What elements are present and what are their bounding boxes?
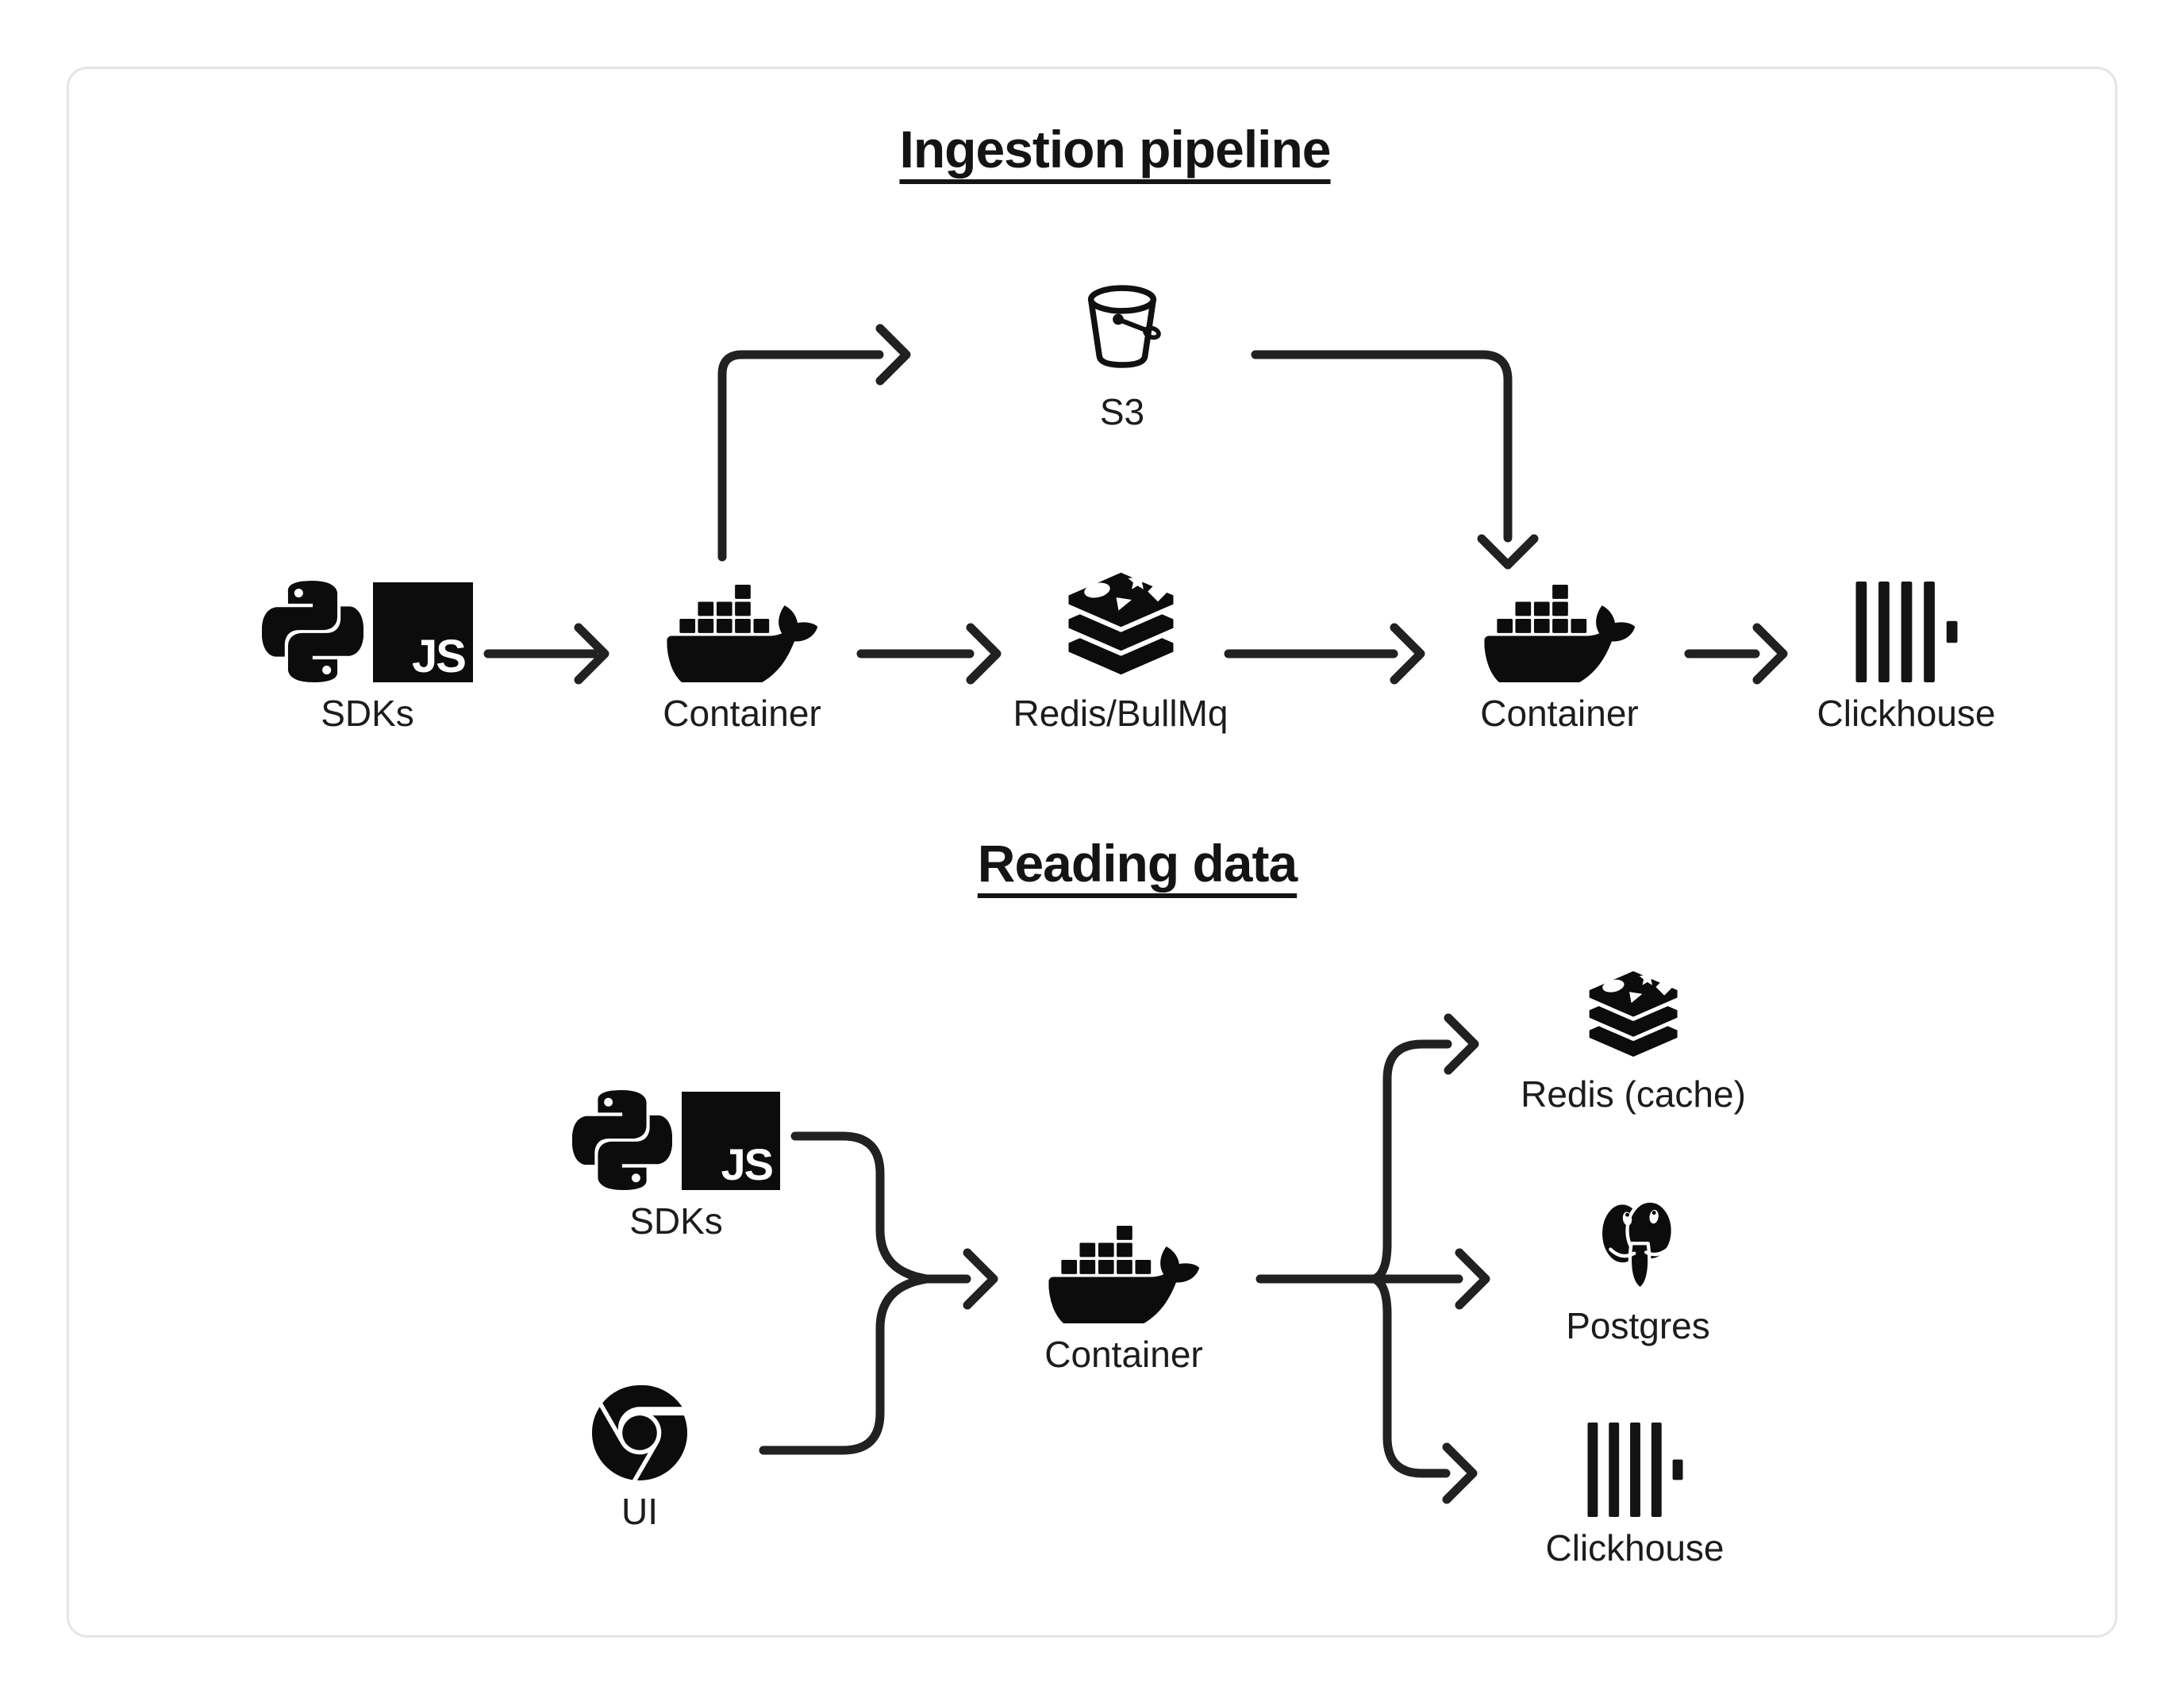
node-label: Container [663, 693, 821, 734]
docker-icon-wrap [1484, 547, 1635, 682]
postgres-icon-wrap [1588, 1188, 1688, 1295]
node-reading-clickhouse: Clickhouse [1546, 1420, 1725, 1569]
node-ingestion-s3: S3 [1073, 276, 1172, 432]
node-label: Redis/BullMq [1013, 693, 1228, 734]
redis-icon [1583, 965, 1683, 1063]
node-ingestion-clickhouse: Clickhouse [1817, 547, 1996, 734]
node-label: Redis (cache) [1521, 1073, 1746, 1115]
node-label: S3 [1099, 391, 1145, 432]
sdks-icon-group: JS [262, 547, 473, 682]
javascript-icon: JS [682, 1092, 780, 1190]
node-reading-redis-cache: Redis (cache) [1521, 962, 1746, 1115]
diagram-card [67, 67, 2117, 1638]
node-reading-ui: UI [592, 1382, 687, 1532]
sdks-icon-group: JS [572, 1055, 780, 1190]
redis-icon-wrap [1061, 547, 1180, 682]
redis-icon-wrap [1583, 962, 1683, 1063]
node-reading-sdks: JS SDKs [572, 1055, 780, 1242]
docker-icon [1484, 584, 1635, 682]
javascript-icon: JS [373, 582, 473, 682]
node-ingestion-container: Container [663, 547, 821, 734]
clickhouse-icon-wrap [1587, 1420, 1682, 1517]
node-ingestion-redis: Redis/BullMq [1013, 547, 1228, 734]
docker-icon [1048, 1225, 1199, 1323]
docker-icon [667, 584, 817, 682]
clickhouse-icon-wrap [1855, 547, 1957, 682]
docker-icon-wrap [667, 547, 817, 682]
node-ingestion-container-worker: Container [1480, 547, 1639, 734]
s3-icon-wrap [1073, 276, 1172, 381]
node-reading-postgres: Postgres [1566, 1188, 1710, 1346]
docker-icon-wrap [1048, 1204, 1199, 1323]
node-label: Postgres [1566, 1305, 1710, 1346]
chrome-icon [592, 1385, 687, 1480]
clickhouse-icon [1587, 1423, 1682, 1517]
node-label: UI [621, 1491, 658, 1532]
redis-icon [1061, 565, 1180, 682]
clickhouse-icon [1855, 582, 1957, 682]
node-label: Container [1480, 693, 1639, 734]
postgres-icon [1588, 1190, 1688, 1295]
node-label: Clickhouse [1545, 1527, 1725, 1569]
reading-data-title: Reading data [977, 834, 1298, 893]
javascript-icon-text: JS [412, 630, 467, 682]
ingestion-pipeline-title: Ingestion pipeline [899, 120, 1331, 179]
node-ingestion-sdks: JS SDKs [262, 547, 473, 734]
node-label: SDKs [321, 693, 414, 734]
node-reading-container: Container [1044, 1204, 1203, 1375]
node-label: SDKs [629, 1200, 723, 1242]
javascript-icon-text: JS [721, 1139, 774, 1190]
chrome-icon-wrap [592, 1382, 687, 1480]
python-icon [572, 1090, 672, 1190]
s3-bucket-icon [1073, 282, 1172, 381]
node-label: Container [1044, 1334, 1203, 1375]
python-icon [262, 581, 363, 682]
node-label: Clickhouse [1817, 693, 1996, 734]
